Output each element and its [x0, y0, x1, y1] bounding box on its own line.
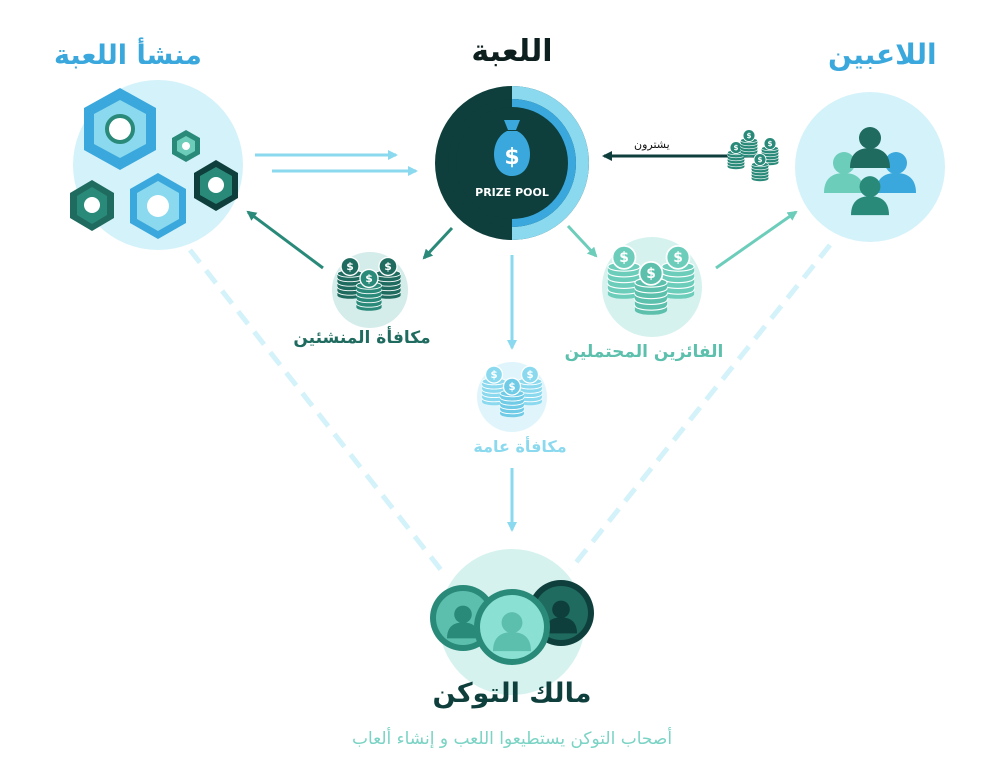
coin-stack-icon	[741, 130, 758, 158]
winners-node	[602, 237, 702, 337]
prize-pool-label: PRIZE POOL	[475, 186, 549, 199]
arrow-reward-to-creators	[246, 210, 324, 270]
buy-coins	[728, 130, 779, 182]
game-title: اللعبة	[471, 34, 553, 69]
players-node	[795, 92, 945, 242]
arrow-winners-to-players	[715, 210, 798, 270]
buy-label: يشترون	[634, 138, 670, 151]
money-bag-icon: $	[494, 120, 530, 176]
dashed-link-creators-owner	[188, 248, 447, 577]
token-owner-caption: أصحاب التوكن يستطيعوا اللعب و إنشاء ألعا…	[351, 729, 673, 749]
coin-stack-icon	[356, 269, 381, 310]
coin-stack-icon	[752, 154, 769, 182]
dashed-link-players-owner	[568, 243, 832, 572]
coin-stack-icon	[635, 262, 667, 315]
creators-node	[70, 80, 243, 250]
public-reward-node	[477, 362, 547, 432]
user-group-icon	[430, 580, 594, 665]
winners-label: الفائزين المحتملين	[564, 342, 724, 362]
public-reward-label: مكافأة عامة	[473, 437, 567, 456]
svg-text:$: $	[504, 145, 519, 170]
creators-title: منشأ اللعبة	[54, 40, 202, 71]
token-owner-title: مالك التوكن	[432, 678, 592, 709]
creators-reward-label: مكافأة المنشئين	[293, 328, 431, 348]
creator-reward-node	[332, 252, 408, 328]
arrow-game-to-creator-reward	[422, 226, 454, 260]
arrow-game-to-winners	[566, 224, 598, 258]
hexagon-cluster-icon	[70, 88, 238, 239]
coin-stack-icon	[500, 378, 524, 417]
token-owner-node	[430, 549, 594, 695]
game-node[interactable]: $ PRIZE POOL	[435, 86, 589, 240]
players-title: اللاعبين	[828, 38, 937, 71]
